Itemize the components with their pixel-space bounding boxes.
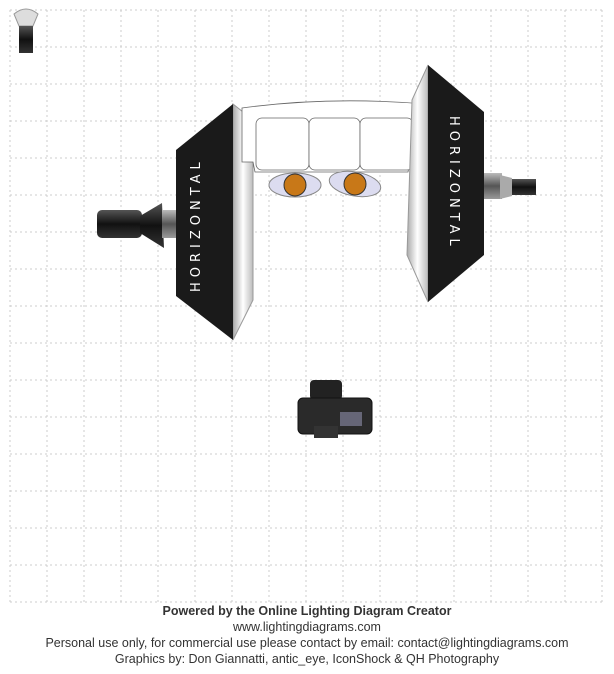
strobe-left[interactable] [97,203,176,248]
softbox-right-label: HORIZONTAL [446,116,461,251]
footer-license: Personal use only, for commercial use pl… [45,636,569,650]
softbox-left[interactable]: HORIZONTAL [176,102,254,341]
diagram-canvas: HORIZONTAL HORIZONTAL [9,8,603,603]
subject-person-1[interactable] [268,172,322,198]
footer-powered-by: Powered by the Online Lighting Diagram C… [162,604,452,618]
softbox-left-label: HORIZONTAL [189,157,204,292]
subject-person-2[interactable] [327,168,382,201]
footer-website[interactable]: www.lightingdiagrams.com [233,620,381,634]
strobe-right[interactable] [484,173,536,199]
couch [241,100,426,173]
grid [9,9,603,603]
softbox-right[interactable]: HORIZONTAL [406,64,484,303]
strobe-icon-top-left[interactable] [13,8,39,53]
footer-credits: Graphics by: Don Giannatti, antic_eye, I… [114,652,500,666]
camera-icon[interactable] [297,380,373,438]
